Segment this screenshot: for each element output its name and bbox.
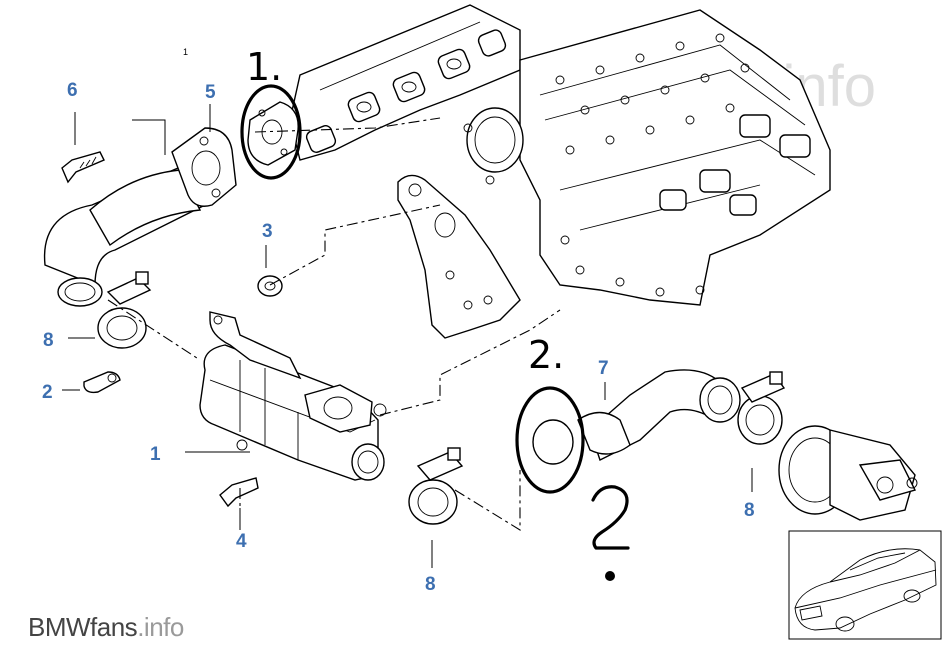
- leader-lines: [62, 104, 753, 568]
- egr-valve: [778, 425, 918, 521]
- part-label-2: 2: [42, 382, 53, 403]
- hose-clamp-left: [97, 271, 152, 349]
- small-reference-mark: 1: [183, 47, 188, 57]
- hose-clamp-right: [737, 371, 786, 445]
- logo-brand: BMWfans: [28, 612, 138, 642]
- washer-3: [257, 275, 283, 297]
- egr-cooler: [199, 311, 387, 481]
- mounting-bracket: [397, 174, 521, 339]
- egr-pipe-upper: [43, 127, 237, 307]
- part-label-7: 7: [598, 358, 609, 379]
- annotation-circle-2: [515, 386, 585, 494]
- annotation-question-mark: [591, 485, 630, 581]
- assembly-lines: [107, 117, 561, 531]
- annotation-label-1: 1.: [246, 45, 282, 89]
- gasket-flange: [247, 101, 299, 166]
- part-label-5: 5: [205, 82, 216, 103]
- part-label-8-bottom: 8: [425, 574, 436, 595]
- part-label-8-left: 8: [43, 330, 54, 351]
- bolt-4: [219, 477, 259, 508]
- logo-domain: .info: [137, 612, 184, 642]
- part-label-1: 1: [150, 444, 161, 465]
- bmwfans-logo: BMWfans.info: [28, 612, 184, 643]
- egr-pipe-lower: [532, 369, 741, 465]
- annotation-circle-1: [240, 84, 302, 180]
- part-label-6: 6: [67, 80, 78, 101]
- part-label-8-right: 8: [744, 500, 755, 521]
- part-label-4: 4: [236, 531, 247, 552]
- cylinder-head: [289, 4, 831, 306]
- vehicle-thumbnail: [788, 530, 942, 640]
- hose-clamp-bottom: [408, 447, 464, 525]
- bolt-2: [83, 371, 121, 394]
- annotation-label-2: 2.: [528, 333, 564, 377]
- bolt-6: [61, 151, 105, 184]
- part-label-3: 3: [262, 221, 273, 242]
